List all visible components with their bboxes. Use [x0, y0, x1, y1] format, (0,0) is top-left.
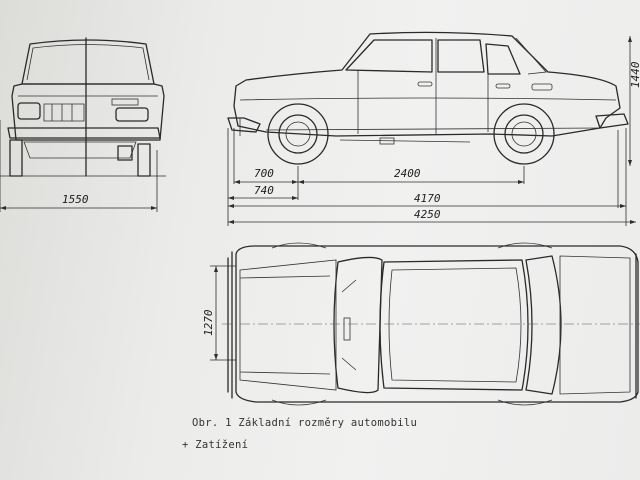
front-view: 1550	[0, 37, 166, 212]
dim-wheelbase: 2400	[394, 167, 421, 180]
dim-length-body: 4170	[414, 192, 441, 205]
figure-legend: + Zatížení	[182, 439, 249, 451]
dim-front-overhang-bumper: 740	[254, 184, 274, 197]
dim-rear-track: 1270	[202, 309, 215, 336]
figure-caption: Obr. 1 Základní rozměry automobilu	[192, 417, 418, 429]
top-view: 1270	[202, 242, 640, 406]
dim-length-total: 4250	[414, 208, 441, 221]
dim-front-track: 1550	[62, 193, 89, 206]
side-view: 1440 700 2400 740 4170 4250	[227, 31, 640, 226]
dim-front-overhang: 700	[254, 167, 274, 180]
dim-height: 1440	[629, 61, 640, 88]
